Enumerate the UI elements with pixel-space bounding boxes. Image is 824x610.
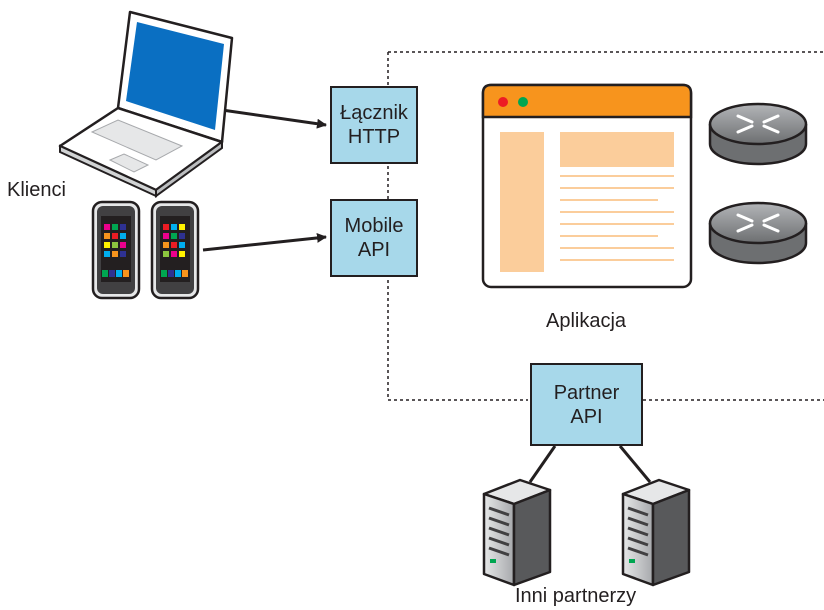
router-icon [708,201,808,265]
mobile-api-line1: Mobile [344,215,404,237]
server-icon [621,478,691,587]
router-icon [708,102,808,166]
partners-label: Inni partnerzy [515,585,637,607]
http-connector-box: Łącznik HTTP [330,86,418,164]
http-connector-line2: HTTP [347,126,401,148]
mobile-api-line2: API [357,239,391,261]
server-icon [482,478,552,587]
partner-api-line2: API [570,405,603,428]
app-window-icon [481,83,693,289]
application-label: Aplikacja [546,310,627,332]
smartphone-icon [91,200,141,300]
smartphone-icon [150,200,200,300]
partner-api-line1: Partner [553,381,620,404]
laptop-icon [58,10,234,198]
partner-link-left [528,445,557,483]
partner-api-box: Partner API [530,363,643,446]
mobile-api-box: Mobile API [330,199,418,277]
phones-to-mobile-arrow [202,232,327,252]
clients-label: Klienci [7,179,66,201]
laptop-to-http-arrow [221,108,327,129]
system-boundary [387,51,824,401]
partner-link-right [618,445,652,483]
http-connector-line1: Łącznik [340,102,408,124]
